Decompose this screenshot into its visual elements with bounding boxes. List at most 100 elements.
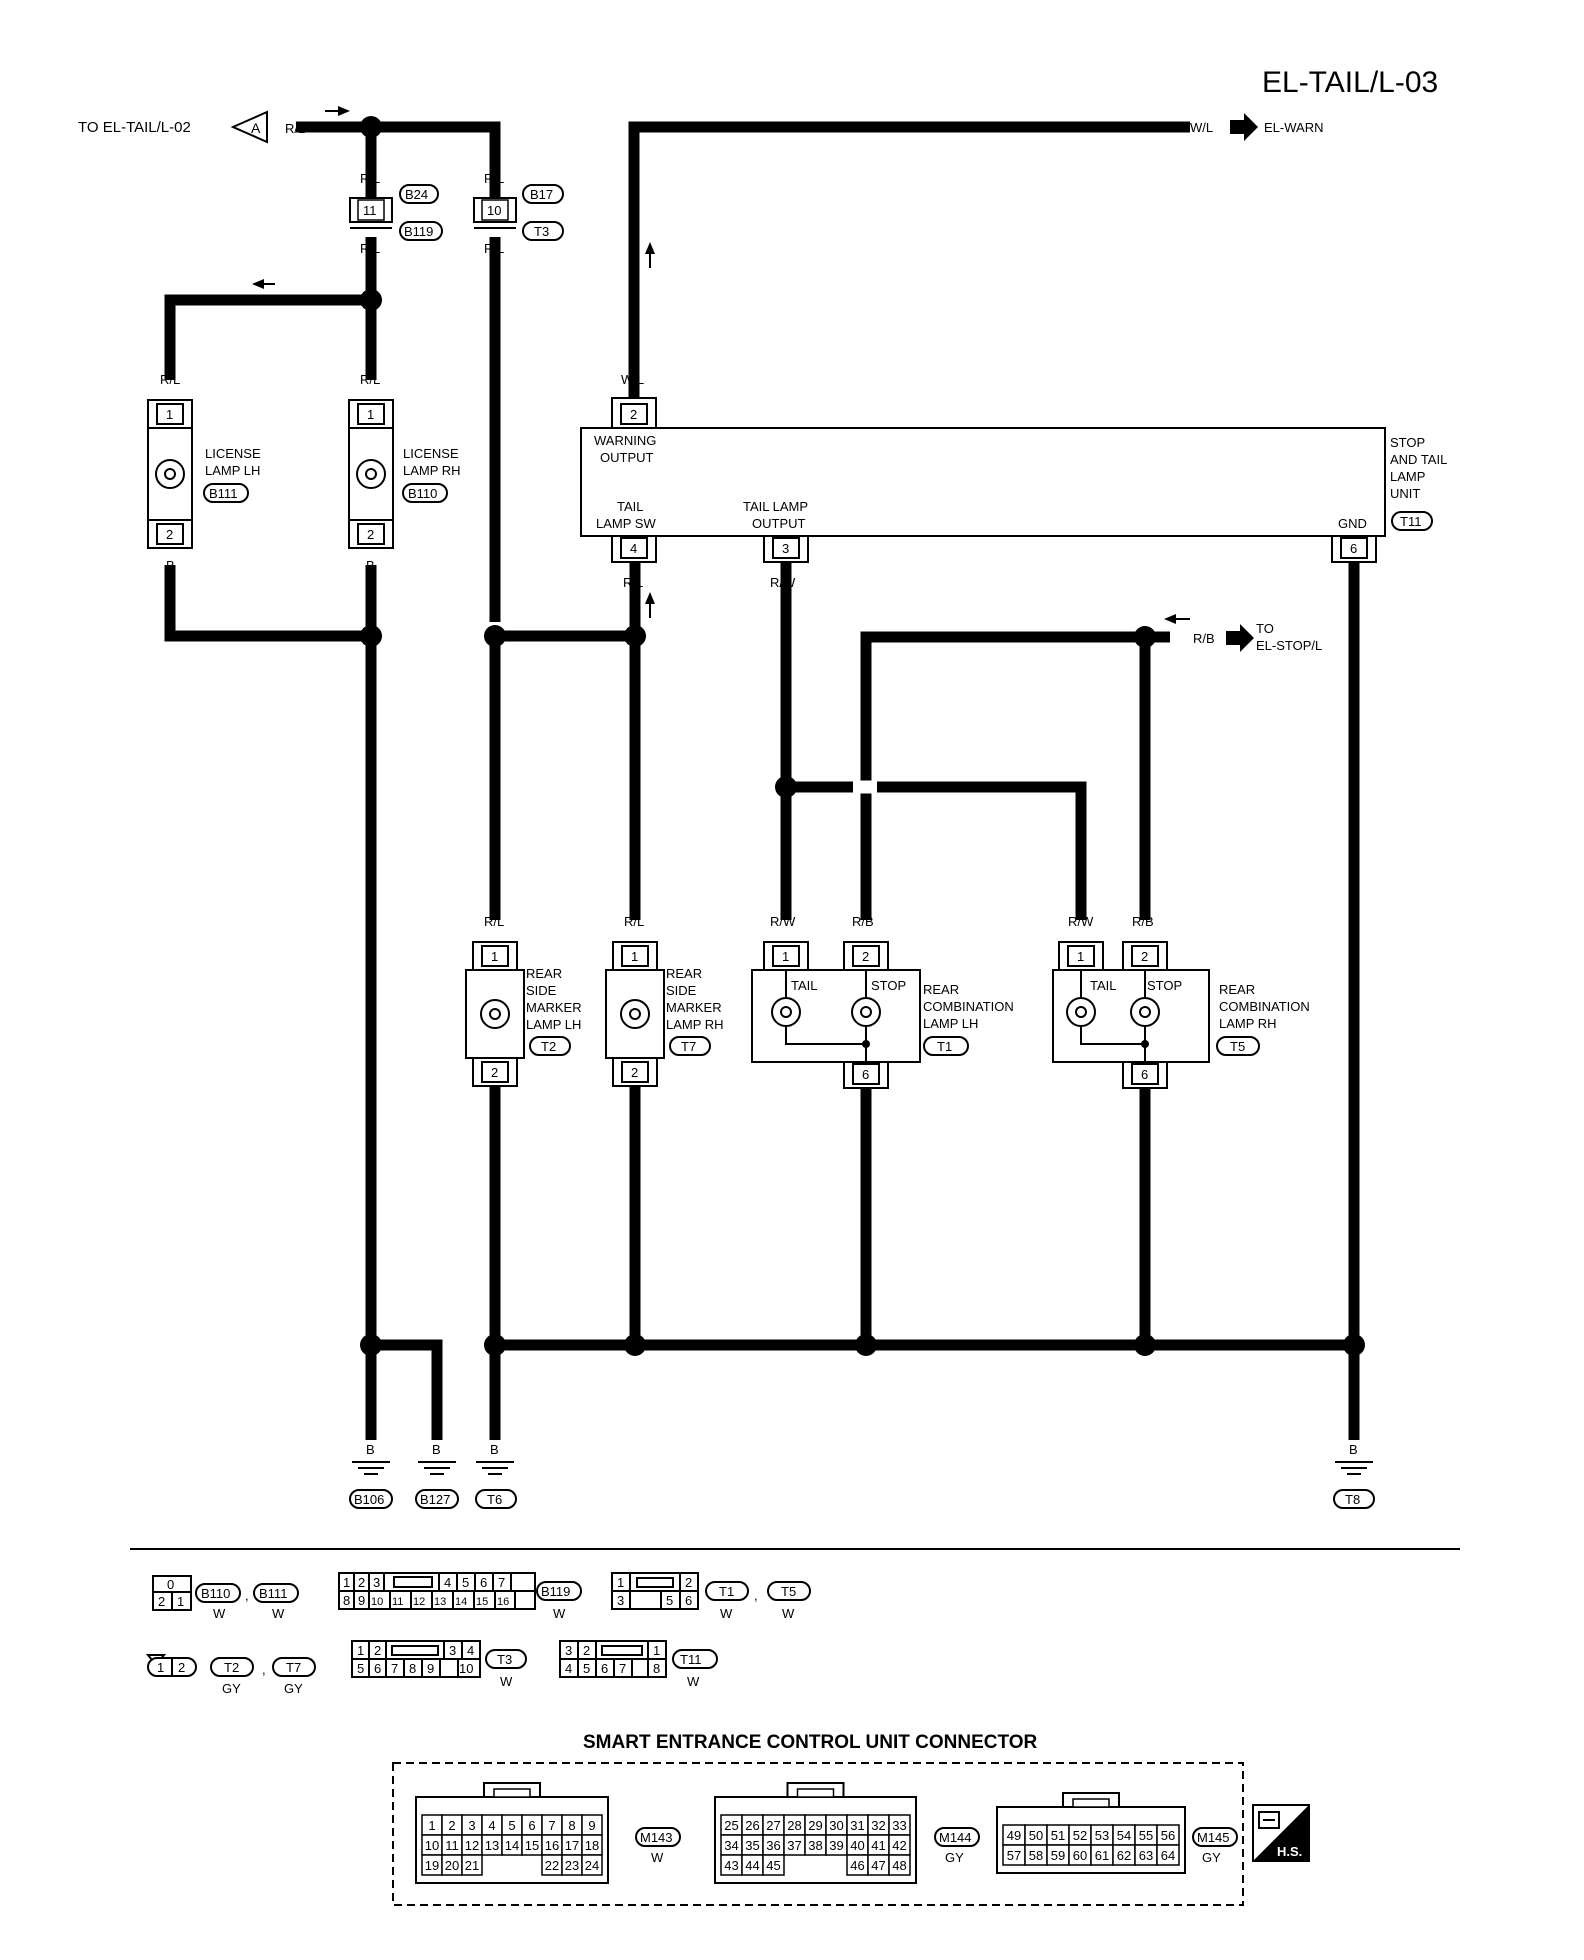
smart-entrance-title: SMART ENTRANCE CONTROL UNIT CONNECTOR bbox=[583, 1732, 1038, 1753]
cv-pin: 9 bbox=[427, 1661, 434, 1676]
cv-color: W bbox=[687, 1674, 700, 1689]
offpage-a-letter: A bbox=[251, 120, 261, 136]
pin-number: 40 bbox=[850, 1838, 864, 1853]
wire-label-rl: R/L bbox=[484, 171, 504, 186]
cv-id: B110 bbox=[201, 1586, 230, 1601]
combo-lh-line1: REAR bbox=[923, 982, 959, 997]
inline-pin-11: 11 bbox=[363, 203, 377, 218]
conn-id-m145: M145 bbox=[1197, 1830, 1230, 1845]
cv-pin: 6 bbox=[601, 1661, 608, 1676]
cv-pin: 1 bbox=[157, 1660, 164, 1675]
pin-number: 35 bbox=[745, 1838, 759, 1853]
conn-id-t2: T2 bbox=[541, 1039, 556, 1054]
pin-number: 20 bbox=[445, 1858, 459, 1873]
pin-number: 34 bbox=[724, 1838, 738, 1853]
pin-number: 29 bbox=[808, 1818, 822, 1833]
to-el-tail-02-label: TO EL-TAIL/L-02 bbox=[78, 119, 191, 136]
pin-number: 4 bbox=[488, 1818, 495, 1833]
cv-pin: 3 bbox=[449, 1643, 456, 1658]
cv-pin: 3 bbox=[617, 1593, 624, 1608]
cv-pin: 4 bbox=[565, 1661, 572, 1676]
pin-number: 7 bbox=[548, 1818, 555, 1833]
pin-number: 10 bbox=[425, 1838, 439, 1853]
cv-pin: 8 bbox=[343, 1593, 350, 1608]
ground-b127: B B127 bbox=[415, 1442, 459, 1509]
connector-view-b119: 1 2 3 4 5 6 7 8 9 10 11 12 13 14 15 16 B… bbox=[338, 1572, 582, 1621]
marker-lh-line2: SIDE bbox=[526, 983, 557, 998]
combo-rh-line3: LAMP RH bbox=[1219, 1016, 1277, 1031]
wire-label-wl-warn: W/L bbox=[1190, 120, 1213, 135]
pin-number: 27 bbox=[766, 1818, 780, 1833]
pin-number: 49 bbox=[1007, 1828, 1021, 1843]
pin-number: 5 bbox=[508, 1818, 515, 1833]
ground-t8: B T8 bbox=[1333, 1442, 1375, 1509]
pin-number: 61 bbox=[1095, 1848, 1109, 1863]
cv-sep: , bbox=[754, 1588, 758, 1603]
unit-pin-4: 4 bbox=[630, 541, 637, 556]
pin-number: 17 bbox=[565, 1838, 579, 1853]
pin-cell bbox=[888, 1854, 911, 1876]
connector-view-b110-b111: 0 2 1 B110 , B111 W W bbox=[152, 1575, 299, 1621]
conn-id-t5: T5 bbox=[1230, 1039, 1245, 1054]
conn-id-b110: B110 bbox=[408, 486, 437, 501]
pin-number: 50 bbox=[1029, 1828, 1043, 1843]
pin-number: 47 bbox=[871, 1858, 885, 1873]
cv-pin: 7 bbox=[498, 1575, 505, 1590]
wire-label-b: B bbox=[432, 1442, 441, 1457]
cv-pin: 6 bbox=[480, 1575, 487, 1590]
unit-sw-line1: TAIL bbox=[617, 499, 644, 514]
conn-color-m144: GY bbox=[945, 1850, 964, 1865]
cv-pin: 2 bbox=[158, 1594, 165, 1609]
pin-1: 1 bbox=[166, 407, 173, 422]
unit-pin-6: 6 bbox=[1350, 541, 1357, 556]
pin-number: 31 bbox=[850, 1818, 864, 1833]
wire-label-wl: W/L bbox=[621, 372, 644, 387]
rear-combination-lamp-rh: R/W R/B 1 2 TAIL STOP 6 B REAR COMBINATI… bbox=[1052, 914, 1310, 1113]
pin-number: 21 bbox=[465, 1858, 479, 1873]
stop-tail-lamp-unit: 2 WARNING OUTPUT TAIL LAMP SW TAIL LAMP … bbox=[580, 397, 1447, 563]
inline-connector-b24-b119: R/L 11 B24 B119 R/L bbox=[349, 171, 443, 256]
cv-color: GY bbox=[284, 1681, 303, 1696]
cv-pin: 1 bbox=[653, 1643, 660, 1658]
right-arrow-icon bbox=[1226, 624, 1254, 652]
wire-label-rw: R/W bbox=[1068, 914, 1094, 929]
pin-number: 13 bbox=[485, 1838, 499, 1853]
cv-id: T1 bbox=[719, 1584, 734, 1599]
cv-color: W bbox=[782, 1606, 795, 1621]
pin-number: 45 bbox=[766, 1858, 780, 1873]
conn-color-m143: W bbox=[651, 1850, 664, 1865]
pin-number: 8 bbox=[568, 1818, 575, 1833]
pin-number: 23 bbox=[565, 1858, 579, 1873]
left-arrow-icon bbox=[325, 106, 350, 116]
smart-entrance-frame bbox=[392, 1762, 1244, 1906]
cv-pin: 13 bbox=[434, 1596, 446, 1608]
cv-sep: , bbox=[262, 1662, 266, 1677]
cv-id: T2 bbox=[224, 1660, 239, 1675]
pin-number: 58 bbox=[1029, 1848, 1043, 1863]
conn-id-b17: B17 bbox=[530, 187, 553, 202]
wire-label-rw: R/W bbox=[770, 575, 796, 590]
combo-rh-stop: STOP bbox=[1147, 978, 1182, 993]
combo-rh-line1: REAR bbox=[1219, 982, 1255, 997]
pin-1: 1 bbox=[631, 949, 638, 964]
ground-id: T6 bbox=[487, 1492, 502, 1507]
marker-rh-line2: SIDE bbox=[666, 983, 697, 998]
combo-lh-line3: LAMP LH bbox=[923, 1016, 978, 1031]
pin-number: 2 bbox=[448, 1818, 455, 1833]
wire-label-rl: R/L bbox=[484, 914, 504, 929]
pin-number: 59 bbox=[1051, 1848, 1065, 1863]
wire-label-rl: R/L bbox=[360, 171, 380, 186]
wire-label-rl: R/L bbox=[484, 241, 504, 256]
pin-number: 48 bbox=[892, 1858, 906, 1873]
cv-id: T11 bbox=[680, 1652, 701, 1667]
pin-number: 57 bbox=[1007, 1848, 1021, 1863]
cv-pin: 2 bbox=[358, 1575, 365, 1590]
wire-label-b: B bbox=[1349, 1442, 1358, 1457]
pin-number: 62 bbox=[1117, 1848, 1131, 1863]
pin-2: 2 bbox=[631, 1065, 638, 1080]
unit-name-line1: STOP bbox=[1390, 435, 1425, 450]
cv-pin: 7 bbox=[619, 1661, 626, 1676]
wire-label-b: B bbox=[861, 1098, 870, 1113]
pin-number: 33 bbox=[892, 1818, 906, 1833]
pin-2: 2 bbox=[166, 527, 173, 542]
